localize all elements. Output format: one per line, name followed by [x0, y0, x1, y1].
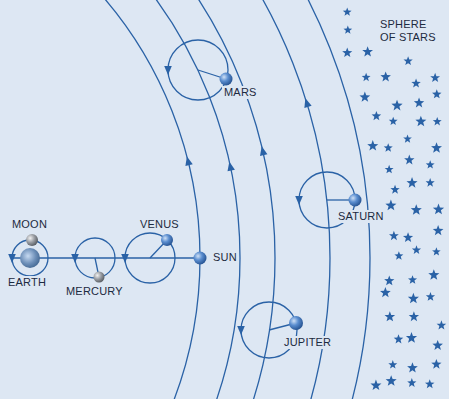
star-symbol — [431, 142, 442, 152]
star-symbol — [384, 143, 393, 152]
star-symbol — [359, 92, 370, 102]
star-symbol — [404, 155, 414, 165]
planet-label: MERCURY — [64, 285, 125, 298]
earth-globe — [20, 248, 40, 268]
sun-label: SUN — [211, 251, 239, 264]
direction-arrow — [71, 254, 79, 263]
star-symbol — [407, 378, 416, 387]
star-symbol — [403, 232, 413, 242]
star-symbol — [362, 46, 373, 56]
star-symbol — [391, 100, 402, 111]
star-field — [342, 7, 446, 390]
mars-body — [220, 73, 233, 86]
star-symbol — [406, 177, 417, 188]
mercury-body — [94, 272, 105, 283]
venus-body — [161, 234, 173, 246]
star-symbol — [372, 111, 382, 120]
earth-sun-line — [12, 257, 200, 258]
star-symbol — [385, 311, 396, 321]
star-symbol — [437, 320, 447, 329]
star-symbol — [432, 340, 443, 350]
saturn-deferent — [0, 0, 330, 399]
planet-label: SATURN — [336, 210, 386, 223]
star-symbol — [362, 73, 371, 81]
star-symbol — [409, 311, 419, 321]
star-symbol — [380, 71, 391, 81]
mars-deferent — [0, 0, 240, 399]
star-symbol — [406, 332, 417, 343]
star-symbol — [412, 245, 421, 254]
direction-arrow — [302, 97, 312, 108]
direction-arrow — [8, 254, 16, 263]
star-symbol — [408, 275, 417, 284]
star-symbol — [432, 247, 441, 255]
planet-label: MARS — [222, 86, 259, 99]
direction-arrow — [164, 66, 172, 75]
star-symbol — [386, 375, 397, 386]
star-symbol — [403, 134, 412, 142]
direction-arrow — [258, 145, 267, 155]
star-symbol — [415, 116, 426, 127]
star-symbol — [428, 269, 439, 280]
star-symbol — [433, 225, 444, 235]
jupiter-epicycle — [241, 302, 297, 358]
sun-body — [194, 252, 207, 265]
region-label: SPHERE OF STARS — [378, 18, 444, 44]
direction-arrow — [183, 155, 193, 166]
star-symbol — [370, 380, 381, 390]
direction-arrow — [121, 254, 129, 263]
star-symbol — [407, 362, 418, 372]
star-symbol — [408, 293, 419, 304]
star-symbol — [367, 140, 378, 151]
planet-label: VENUS — [138, 218, 181, 231]
moon-label: MOON — [10, 218, 49, 231]
bodies — [20, 73, 362, 331]
jupiter-body — [289, 316, 303, 330]
star-symbol — [342, 47, 352, 57]
star-symbol — [426, 160, 435, 168]
star-symbol — [431, 359, 441, 369]
star-symbol — [390, 185, 399, 194]
planet-label: JUPITER — [282, 336, 333, 349]
sphere-boundary — [0, 0, 370, 399]
star-symbol — [384, 275, 394, 285]
star-symbol — [411, 204, 422, 215]
star-symbol — [388, 360, 397, 368]
deferent-circles — [0, 0, 370, 399]
radius-lines — [12, 70, 355, 330]
epicycles — [12, 40, 355, 358]
star-symbol — [432, 89, 441, 98]
star-symbol — [426, 292, 435, 301]
star-symbol — [385, 165, 394, 174]
star-symbol — [389, 117, 398, 125]
mars-epicycle — [168, 40, 228, 100]
star-symbol — [430, 73, 440, 82]
star-symbol — [380, 287, 391, 297]
direction-arrow — [226, 161, 235, 171]
star-symbol — [389, 231, 399, 240]
direction-arrow — [295, 196, 303, 205]
star-symbol — [394, 251, 403, 260]
star-symbol — [414, 98, 424, 108]
moon-body — [26, 234, 38, 246]
star-symbol — [426, 178, 435, 187]
star-symbol — [403, 56, 412, 65]
earth-label: EARTH — [6, 276, 48, 289]
jupiter-deferent — [0, 0, 275, 399]
star-symbol — [343, 26, 352, 34]
direction-arrow — [237, 326, 245, 335]
star-symbol — [433, 117, 442, 125]
star-symbol — [411, 78, 420, 87]
star-symbol — [385, 200, 396, 211]
direction-arrows — [8, 66, 311, 335]
star-symbol — [343, 7, 352, 15]
star-symbol — [433, 204, 444, 215]
saturn-body — [349, 194, 362, 207]
star-symbol — [425, 379, 435, 388]
star-symbol — [394, 334, 404, 343]
